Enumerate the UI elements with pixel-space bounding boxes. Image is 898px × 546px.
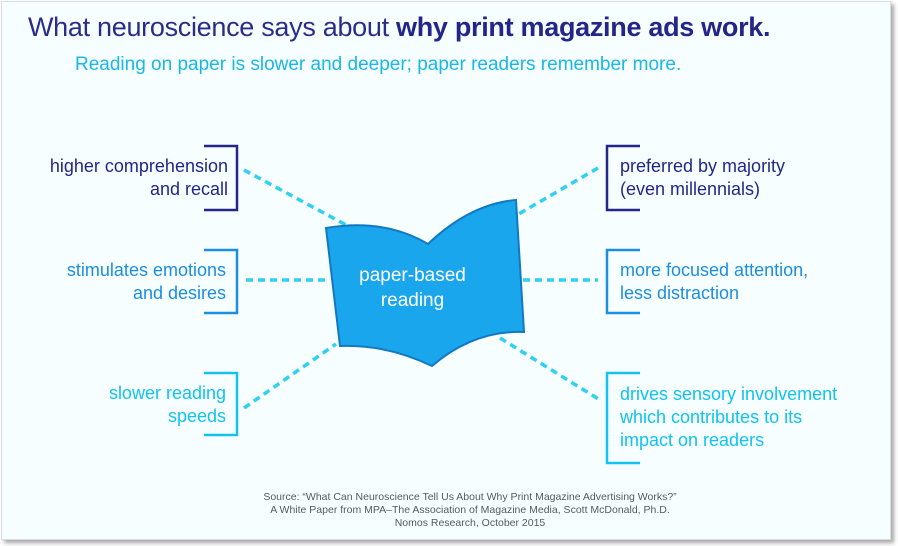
right-item-1: preferred by majority (even millennials) bbox=[620, 155, 785, 201]
right-item-1-line2: (even millennials) bbox=[620, 179, 761, 199]
right-item-3: drives sensory involvement which contrib… bbox=[620, 383, 837, 452]
right-item-2-line1: more focused attention, bbox=[620, 260, 809, 280]
connector-left-3 bbox=[243, 342, 337, 410]
source-citation: Source: “What Can Neuroscience Tell Us A… bbox=[150, 491, 790, 530]
center-label-line1: paper-based bbox=[359, 265, 466, 286]
bracket-left-2 bbox=[204, 248, 239, 315]
right-item-3-line2: which contributes to its bbox=[620, 407, 803, 427]
center-label: paper-based reading bbox=[345, 263, 480, 313]
left-item-1-line1: higher comprehension bbox=[49, 156, 228, 176]
title-light: What neuroscience says about bbox=[28, 12, 397, 42]
bracket-left-1 bbox=[204, 144, 239, 212]
right-item-3-line3: impact on readers bbox=[620, 430, 765, 450]
bracket-right-3 bbox=[605, 371, 640, 465]
left-item-2: stimulates emotions and desires bbox=[67, 259, 226, 305]
left-item-1: higher comprehension and recall bbox=[50, 155, 228, 201]
left-item-3-line1: slower reading bbox=[108, 383, 226, 403]
bracket-right-1 bbox=[605, 144, 640, 212]
left-item-2-line1: stimulates emotions bbox=[66, 260, 226, 280]
right-item-1-line1: preferred by majority bbox=[620, 156, 786, 176]
source-line3: Nomos Research, October 2015 bbox=[394, 517, 546, 529]
source-line2: A White Paper from MPA–The Association o… bbox=[270, 504, 670, 516]
connector-left-1 bbox=[243, 168, 349, 228]
left-item-1-line2: and recall bbox=[149, 179, 228, 199]
left-item-3-line2: speeds bbox=[167, 406, 226, 426]
connector-right-3 bbox=[499, 336, 601, 402]
right-item-3-line1: drives sensory involvement bbox=[620, 384, 838, 404]
page-subtitle: Reading on paper is slower and deeper; p… bbox=[75, 54, 682, 75]
title-bold: why print magazine ads work. bbox=[396, 12, 771, 42]
right-item-2: more focused attention, less distraction bbox=[620, 259, 808, 305]
source-line1: Source: “What Can Neuroscience Tell Us A… bbox=[263, 491, 677, 503]
bracket-left-3 bbox=[204, 371, 239, 437]
page-title: What neuroscience says about why print m… bbox=[28, 12, 888, 43]
open-book-icon bbox=[324, 198, 526, 368]
left-item-3: slower reading speeds bbox=[109, 382, 226, 428]
bracket-right-2 bbox=[605, 248, 640, 315]
right-item-2-line2: less distraction bbox=[620, 283, 740, 303]
left-item-2-line2: and desires bbox=[132, 283, 226, 303]
center-label-line2: reading bbox=[380, 290, 445, 311]
